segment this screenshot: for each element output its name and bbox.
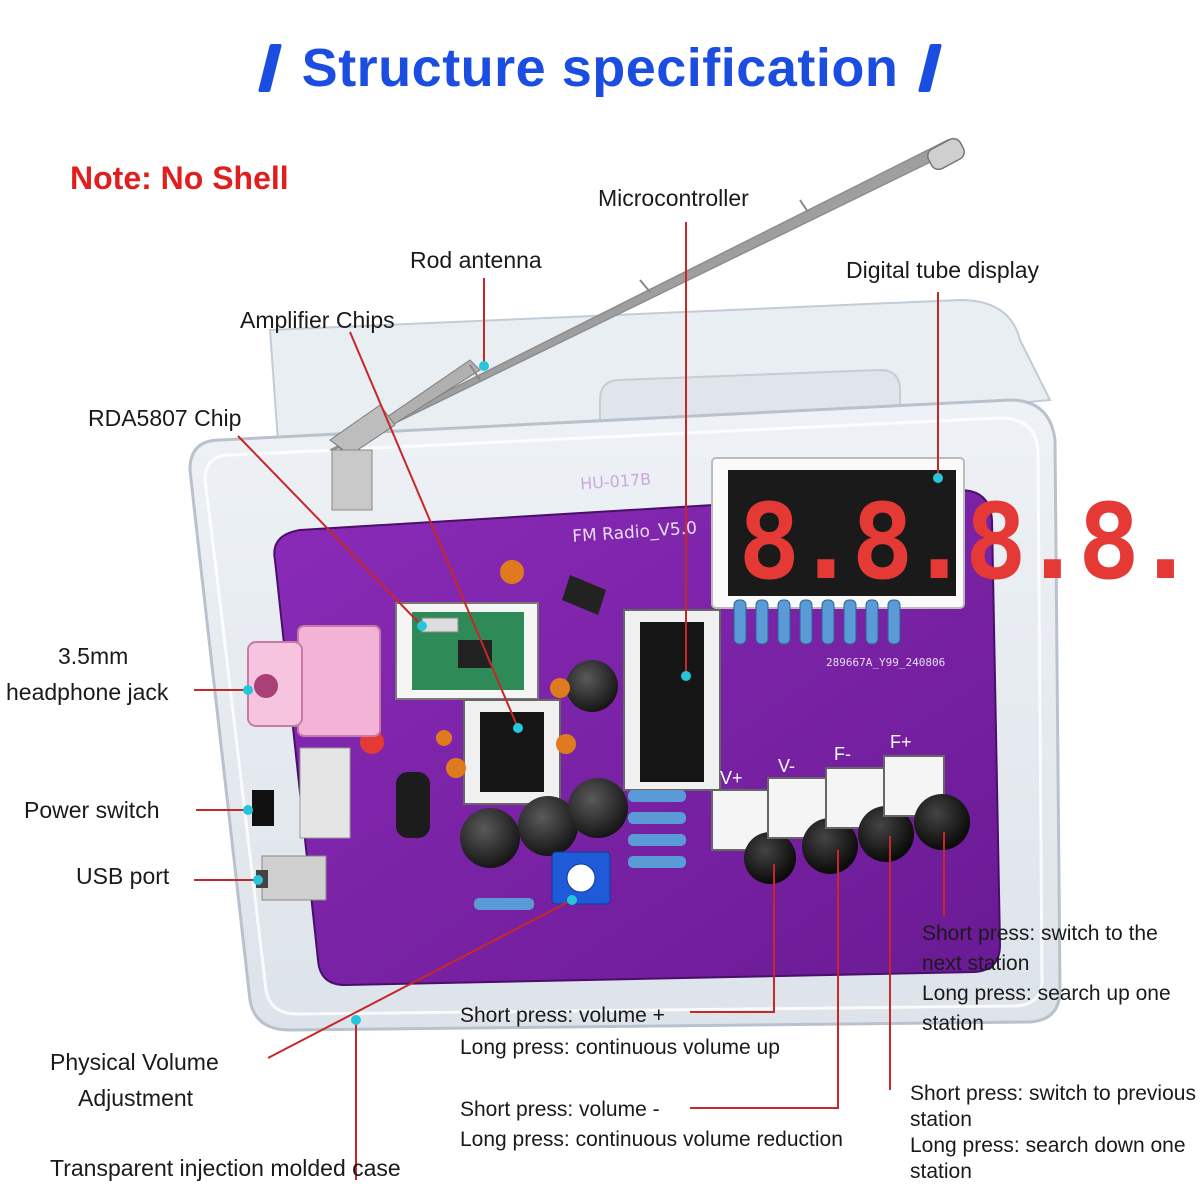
button-vminus-label: V- (778, 756, 795, 776)
volume-potentiometer (551, 851, 611, 905)
amplifier-chip (463, 699, 561, 805)
button-fminus[interactable]: F- (825, 744, 914, 862)
annotation-fplus-long-1: Long press: search up one (922, 982, 1171, 1005)
board-name-text: HU-017B (580, 469, 652, 493)
resistor (887, 599, 901, 645)
serial-text: 289667A_Y99_240806 (826, 656, 945, 669)
capacitors (396, 560, 628, 868)
headphone-jack (247, 625, 381, 737)
label-rda5807-chip: RDA5807 Chip (88, 405, 242, 431)
label-headphone-jack-2: headphone jack (6, 679, 169, 705)
page-title: Structure specification (301, 38, 899, 98)
annotation-fplus-long-2: station (922, 1012, 984, 1035)
annotation-vplus-long: Long press: continuous volume up (460, 1036, 780, 1059)
resistors-misc (474, 790, 686, 910)
annotation-fminus-long-1: Long press: search down one (910, 1134, 1186, 1157)
annotation-vminus-long: Long press: continuous volume reduction (460, 1128, 843, 1151)
annotation-fminus-short-1: Short press: switch to previous (910, 1082, 1196, 1105)
digital-tube-display: 8.8.8.8. (711, 457, 1197, 609)
label-usb-port: USB port (76, 863, 170, 889)
resistor (755, 599, 769, 645)
annotation-vplus-short: Short press: volume + (460, 1004, 665, 1027)
power-switch (252, 747, 351, 839)
resistor (865, 599, 879, 645)
resistor (799, 599, 813, 645)
leader-dots (243, 361, 943, 1025)
rda5807-module (395, 602, 539, 700)
annotation-vminus-short: Short press: volume - (460, 1098, 660, 1121)
button-vplus-label: V+ (720, 768, 743, 788)
resistor-array (733, 599, 901, 645)
label-digital-tube-display: Digital tube display (846, 257, 1040, 283)
resistor (733, 599, 747, 645)
button-vplus[interactable]: V+ (711, 768, 796, 884)
display-digits: 8.8.8.8. (738, 481, 1191, 603)
microcontroller-chip (623, 609, 721, 791)
annotation-fplus-short-1: Short press: switch to the (922, 922, 1158, 945)
annotation-fplus-short-2: next station (922, 952, 1030, 975)
button-fminus-label: F- (834, 744, 851, 764)
button-fplus-label: F+ (890, 732, 912, 752)
leader-lines (194, 222, 945, 1180)
label-transparent-case: Transparent injection molded case (50, 1155, 401, 1181)
label-physical-volume-1: Physical Volume (50, 1049, 219, 1075)
label-power-switch: Power switch (24, 797, 160, 823)
annotation-fminus-long-2: station (910, 1160, 972, 1183)
annotation-fminus-short-2: station (910, 1108, 972, 1131)
label-amplifier-chips: Amplifier Chips (240, 307, 395, 333)
resistor (777, 599, 791, 645)
title-bar: Structure specification (0, 28, 1200, 108)
label-microcontroller: Microcontroller (598, 185, 749, 211)
note-no-shell: Note: No Shell (70, 160, 289, 196)
label-physical-volume-2: Adjustment (78, 1085, 194, 1111)
rod-antenna (329, 137, 965, 511)
label-rod-antenna: Rod antenna (410, 247, 542, 273)
resistor (843, 599, 857, 645)
button-vminus[interactable]: V- (767, 756, 858, 874)
usb-port (256, 855, 327, 901)
label-headphone-jack-1: 3.5mm (58, 643, 129, 669)
resistor (821, 599, 835, 645)
button-fplus[interactable]: F+ (883, 732, 970, 850)
